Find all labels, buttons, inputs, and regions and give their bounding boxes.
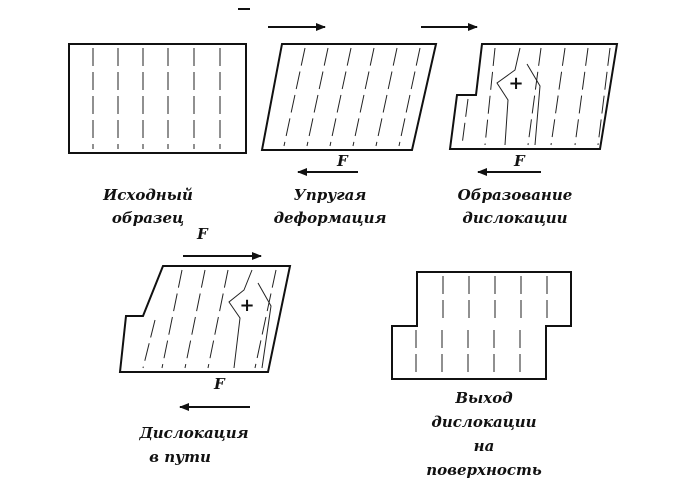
dislocation-symbol: + (239, 295, 254, 316)
caption-formation-line1: Образование (458, 186, 573, 204)
lattice-lines (142, 269, 277, 369)
caption-elastic-line2: деформация (274, 209, 387, 227)
panel-dislocation-formation: + F Образование дислокации (421, 23, 619, 227)
bent-lattice-line (526, 63, 541, 146)
caption-exit-line4: поверхность (426, 461, 542, 479)
panel-initial-sample: Исходный образец (68, 43, 247, 227)
force-label-top: F (196, 225, 209, 243)
sample-outline (391, 271, 572, 380)
caption-moving-line1: Дислокация (138, 424, 248, 442)
bent-lattice-line (257, 282, 272, 369)
sample-outline (118, 265, 292, 373)
caption-initial-line1: Исходный (102, 186, 193, 204)
dislocation-symbol: + (508, 73, 523, 94)
caption-elastic-line1: Упругая (294, 186, 367, 204)
caption-initial-line2: образец (112, 209, 184, 227)
caption-exit-line2: дислокации (431, 413, 536, 431)
bent-lattice-line (496, 47, 521, 146)
caption-moving-line2: в пути (149, 448, 211, 466)
panel-dislocation-moving: + F F Дислокация в пути (118, 225, 292, 466)
caption-exit-line1: Выход (454, 389, 512, 407)
lattice-lines (415, 276, 548, 375)
lattice-lines (461, 47, 611, 146)
panel-dislocation-exit: Выход дислокации на поверхность (391, 271, 572, 479)
caption-formation-line2: дислокации (462, 209, 567, 227)
caption-exit-line3: на (474, 437, 495, 455)
force-label-bottom: F (213, 375, 226, 393)
lattice-lines (92, 48, 221, 149)
lattice-lines (283, 47, 421, 147)
sample-outline (448, 43, 619, 150)
bent-lattice-line (228, 269, 253, 369)
sample-outline (68, 43, 247, 154)
sample-outline (260, 43, 438, 151)
force-label-bottom: F (336, 152, 349, 170)
force-label-bottom: F (513, 152, 526, 170)
panel-elastic-deformation: F Упругая деформация (238, 8, 438, 227)
